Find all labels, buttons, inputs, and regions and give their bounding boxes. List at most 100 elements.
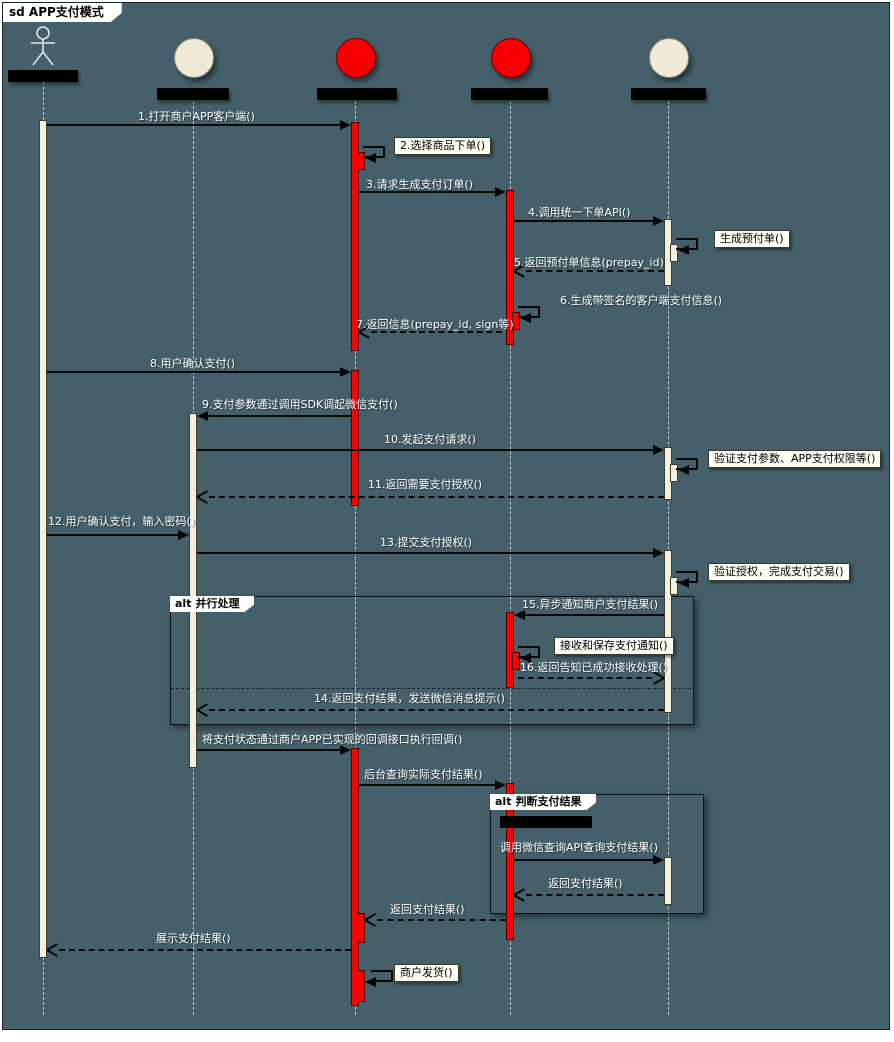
msg2-label-box: 2.选择商品下单() [394, 137, 492, 155]
msg18-arrowhead-icon [520, 653, 531, 663]
msg13-line [209, 496, 664, 498]
participant-name-bar-p5 [631, 88, 706, 100]
subactivation-p4-m7 [512, 312, 520, 330]
msg18-label-box: 接收和保存支付通知() [554, 637, 674, 655]
msg7-arrowhead-icon [520, 313, 531, 323]
participant-head-p2 [174, 38, 214, 78]
subactivation-p4-m18 [512, 652, 520, 670]
msg10-arrowhead-icon [197, 411, 208, 421]
msg17-arrowhead-icon [514, 610, 525, 620]
msg23-label: 调用微信查询API查询支付结果() [500, 841, 658, 854]
msg25-arrowhead-icon [365, 914, 377, 926]
msg14-label: 12.用户确认支付，输入密码() [48, 515, 196, 528]
msg24-label: 返回支付结果() [548, 877, 623, 890]
msg9-line [47, 371, 340, 373]
alt-fragment-parallel [170, 596, 694, 725]
participant-head-p4 [491, 38, 531, 78]
msg12-label-box: 验证支付参数、APP支付权限等() [708, 450, 882, 468]
msg23-line [514, 859, 653, 861]
msg17-label: 15.异步通知商户支付结果() [522, 598, 659, 611]
msg21-arrowhead-icon [340, 745, 351, 755]
activation-p3-2 [351, 370, 359, 506]
msg10-line [208, 415, 351, 417]
msg6-label: 5.返回预付单信息(prepay_id) [514, 256, 664, 269]
alt2-operator: alt [495, 795, 512, 808]
activation-p5-4 [664, 857, 672, 905]
msg20-label: 14.返回支付结果，发送微信消息提示() [314, 692, 506, 705]
subactivation-p5-m16 [670, 577, 678, 595]
msg21-label: 将支付状态通过商户APP已实现的回调接口执行回调() [202, 733, 463, 746]
msg11-label: 10.发起支付请求() [384, 433, 477, 446]
activation-p5-3 [664, 550, 672, 713]
msg26-arrowhead-icon [47, 944, 59, 956]
diagram-title: sd APP支付模式 [3, 3, 122, 22]
msg20-line [209, 709, 664, 711]
activation-p4-2 [506, 612, 514, 688]
msg15-label: 13.提交支付授权() [380, 536, 473, 549]
msg13-label: 11.返回需要支付授权() [368, 478, 483, 491]
actor-icon [28, 25, 58, 69]
msg23-arrowhead-icon [653, 855, 664, 865]
msg4-arrowhead-icon [653, 216, 664, 226]
alt2-title: 判断支付结果 [515, 795, 582, 808]
msg27-label-box: 商户发货() [394, 964, 459, 982]
subactivation-p3-m27 [357, 970, 365, 1002]
msg3-arrowhead-icon [495, 187, 506, 197]
msg20-arrowhead-icon [197, 704, 209, 716]
msg2-arrowhead-icon [365, 153, 376, 163]
msg11-line [197, 449, 653, 451]
alt1-title: 并行处理 [195, 597, 240, 610]
participant-name-bar-user [8, 70, 78, 82]
msg5-arrowhead-icon [678, 245, 689, 255]
msg5-label-box: 生成预付单() [714, 230, 790, 248]
msg1-label: 1.打开商户APP客户端() [138, 110, 255, 123]
activation-p3-3 [351, 748, 359, 1006]
subactivation-p5-m5 [670, 244, 678, 262]
msg3-line [359, 191, 495, 193]
msg9-arrowhead-icon [340, 367, 351, 377]
msg26-line [59, 949, 351, 951]
msg22-label: 后台查询实际支付结果() [364, 768, 483, 781]
msg10-label: 9.支付参数通过调用SDK调起微信支付() [202, 398, 398, 411]
msg1-line [47, 124, 340, 126]
msg27-arrowhead-icon [365, 977, 376, 987]
msg4-label: 4.调用统一下单API() [528, 206, 631, 219]
activation-p3-1 [351, 122, 359, 351]
participant-name-bar-p4 [471, 88, 548, 100]
msg14-line [47, 534, 178, 536]
subactivation-p3-m2 [357, 152, 365, 170]
msg22-arrowhead-icon [495, 780, 506, 790]
msg9-label: 8.用户确认支付() [150, 357, 236, 370]
msg22-line [359, 784, 495, 786]
subactivation-p3-m25 [357, 913, 365, 943]
lifeline-p3 [355, 101, 356, 1015]
msg24-line [526, 894, 664, 896]
msg6-line [526, 270, 664, 272]
msg17-line [525, 614, 664, 616]
alt1-operator: alt [175, 597, 192, 610]
msg3-label: 3.请求生成支付订单() [366, 178, 474, 191]
msg7-label: 6.生成带签名的客户端支付信息() [560, 294, 723, 307]
alt2-guard-redacted-bar [500, 816, 592, 828]
alt-fragment-parallel-divider [171, 688, 691, 689]
msg12-arrowhead-icon [678, 465, 689, 475]
msg26-label: 展示支付结果() [156, 932, 231, 945]
msg25-line [377, 919, 506, 921]
msg25-label: 返回支付结果() [390, 903, 465, 916]
msg14-arrowhead-icon [178, 530, 189, 540]
msg4-line [514, 220, 653, 222]
msg1-arrowhead-icon [340, 120, 351, 130]
alt-fragment-check-result [490, 794, 704, 914]
msg19-line [518, 677, 652, 679]
participant-name-bar-p2 [157, 88, 229, 100]
lifeline-p4 [510, 101, 511, 1015]
activation-user [39, 120, 47, 958]
subactivation-p5-m12 [670, 464, 678, 482]
msg8-line [371, 331, 502, 333]
msg15-arrowhead-icon [653, 548, 664, 558]
msg16-arrowhead-icon [678, 578, 689, 588]
msg8-label: 7.返回信息(prepay_id, sign等) [356, 318, 514, 331]
activation-p2 [189, 413, 197, 768]
msg16-label-box: 验证授权，完成支付交易() [708, 563, 850, 581]
